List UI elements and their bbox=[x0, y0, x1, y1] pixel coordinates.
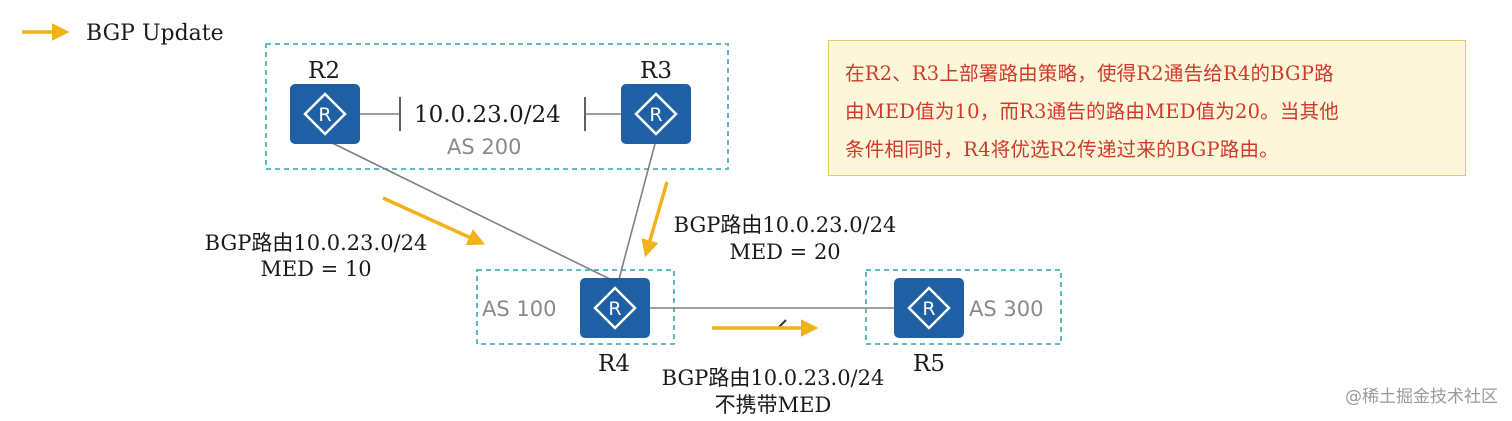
update-label-r4-r5-line2: 不携带MED bbox=[715, 393, 832, 417]
note-line-1: 在R2、R3上部署路由策略，使得R2通告给R4的BGP路 bbox=[845, 62, 1334, 85]
update-label-r3-r4-line1: BGP路由10.0.23.0/24 bbox=[674, 213, 897, 237]
router-r4[interactable]: R R4 bbox=[580, 278, 650, 377]
as200-label: AS 200 bbox=[447, 135, 521, 159]
update-label-r4-r5-line1: BGP路由10.0.23.0/24 bbox=[662, 366, 885, 390]
update-arrow-r2-r4 bbox=[382, 196, 486, 246]
router-glyph: R bbox=[318, 104, 331, 126]
router-glyph: R bbox=[608, 298, 621, 320]
router-diamond bbox=[634, 92, 678, 136]
update-label-r2-r4-line1: BGP路由10.0.23.0/24 bbox=[205, 231, 428, 255]
router-glyph: R bbox=[922, 298, 935, 320]
router-box bbox=[290, 84, 360, 144]
subnet-label-r2-r3: 10.0.23.0/24 bbox=[414, 102, 561, 128]
update-arrow-r3-r4 bbox=[641, 181, 669, 258]
router-diamond bbox=[303, 92, 347, 136]
router-icon: R bbox=[290, 84, 360, 144]
link-r3-r4 bbox=[617, 139, 657, 284]
router-r5[interactable]: R R5 bbox=[894, 278, 964, 377]
as100-label: AS 100 bbox=[482, 297, 556, 321]
note-line-3: 条件相同时，R4将优选R2传递过来的BGP路由。 bbox=[845, 138, 1279, 161]
router-r3[interactable]: R R3 bbox=[621, 58, 691, 144]
router-box bbox=[894, 278, 964, 338]
as300-label: AS 300 bbox=[969, 297, 1043, 321]
router-icon: R bbox=[894, 278, 964, 338]
watermark: @稀土掘金技术社区 bbox=[1345, 387, 1498, 407]
router-r2[interactable]: R R2 bbox=[290, 58, 360, 144]
router-r2-name: R2 bbox=[308, 58, 340, 84]
router-diamond bbox=[593, 286, 637, 330]
update-label-r3-r4-line2: MED = 20 bbox=[729, 240, 840, 264]
note-line-2: 由MED值为10，而R3通告的路由MED值为20。当其他 bbox=[845, 100, 1339, 123]
router-icon: R bbox=[580, 278, 650, 338]
router-r4-name: R4 bbox=[598, 351, 630, 377]
router-r5-name: R5 bbox=[913, 351, 945, 377]
router-r3-name: R3 bbox=[640, 58, 672, 84]
as100-boundary bbox=[476, 269, 675, 345]
explanation-note: 在R2、R3上部署路由策略，使得R2通告给R4的BGP路 由MED值为10，而R… bbox=[828, 40, 1466, 176]
router-glyph: R bbox=[649, 104, 662, 126]
as200-boundary bbox=[265, 43, 729, 170]
link-r2-r4 bbox=[325, 139, 619, 284]
update-label-r2-r4-line2: MED = 10 bbox=[260, 257, 371, 281]
router-box bbox=[621, 84, 691, 144]
router-icon: R bbox=[621, 84, 691, 144]
router-diamond bbox=[907, 286, 951, 330]
router-box bbox=[580, 278, 650, 338]
legend-label: BGP Update bbox=[86, 21, 224, 46]
